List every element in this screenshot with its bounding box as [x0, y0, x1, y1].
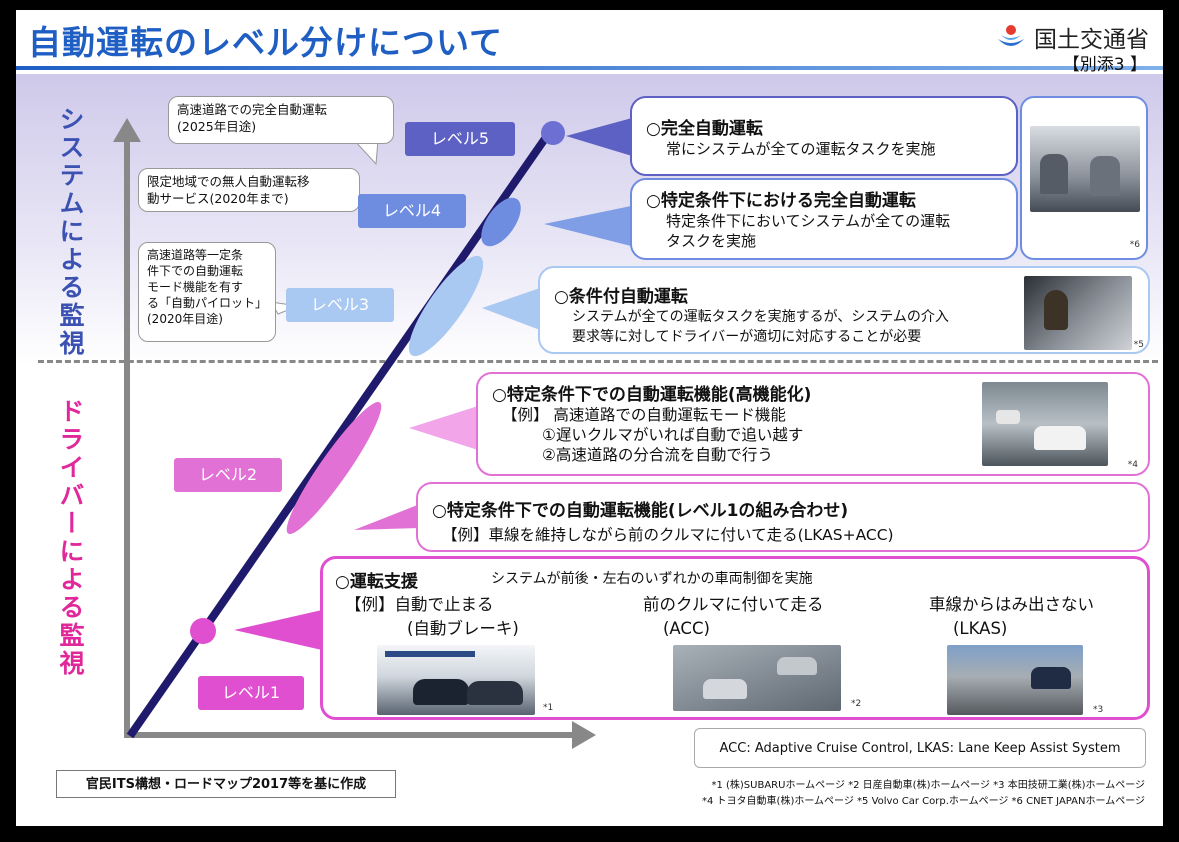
ministry-logo: 国土交通省: [994, 20, 1149, 54]
level1-description: ○運転支援 システムが前後・左右のいずれかの車両制御を実施 【例】自動で止まる …: [320, 556, 1150, 720]
source-basis-note: 官民ITS構想・ロードマップ2017等を基に作成: [56, 770, 396, 798]
roadmap-bubble-level3: 高速道路等一定条 件下での自動運転 モード機能を有す る「自動パイロット」 (2…: [138, 242, 276, 342]
footnote-5: *5: [1133, 340, 1144, 350]
ministry-name: 国土交通省: [1034, 27, 1149, 53]
roadmap-bubble-level4: 限定地域での無人自動運転移 動サービス(2020年まで): [138, 168, 360, 212]
level3-title: ○条件付自動運転: [554, 287, 688, 307]
level2a-text-line1: 【例】 高速道路での自動運転モード機能: [502, 406, 786, 424]
image-credits-line1: *1 (株)SUBARUホームページ *2 日産自動車(株)ホームページ *3 …: [711, 780, 1145, 791]
level2-label: レベル2: [174, 458, 282, 492]
level2a-text-line3: ②高速道路の分合流を自動で行う: [542, 446, 773, 464]
level4-label: レベル4: [358, 194, 466, 228]
level2a-text-line2: ①遅いクルマがいれば自動で追い越す: [542, 426, 804, 444]
mlit-logo-icon: [998, 25, 1024, 46]
pointer-l5: [566, 118, 632, 156]
level2a-description: ○特定条件下での自動運転機能(高機能化) 【例】 高速道路での自動運転モード機能…: [476, 372, 1150, 476]
example-lkas-line2: (LKAS): [953, 619, 1008, 638]
example-acc-line2: (ACC): [663, 619, 710, 638]
pointer-l1: [234, 610, 322, 650]
footnote-2: *2: [851, 699, 862, 709]
level1-title: ○運転支援: [335, 572, 418, 592]
footnote-1: *1: [543, 703, 554, 713]
level4-text-line2: タスクを実施: [666, 232, 757, 250]
image-credits-line2: *4 トヨタ自動車(株)ホームページ *5 Volvo Car Corp.ホーム…: [702, 796, 1145, 807]
slide: 自動運転のレベル分けについて 国土交通省 【別添3 】 システムによる監視 ドラ…: [16, 10, 1163, 826]
footnote-4: *4: [1127, 460, 1138, 470]
level2b-title: ○特定条件下での自動運転機能(レベル1の組み合わせ): [432, 501, 849, 521]
pointer-l2b: [354, 504, 420, 530]
level5-description: ○完全自動運転 常にシステムが全ての運転タスクを実施: [630, 96, 1018, 176]
level3-ellipse: [408, 255, 484, 357]
autonomous-car-interior-photo: [1030, 126, 1140, 212]
auto-brake-photo: [377, 645, 535, 715]
driver-hands-off-photo: [1024, 276, 1132, 350]
level3-text-line2: 要求等に対してドライバーが適切に対応することが必要: [572, 329, 922, 345]
level4-photo-panel: *6: [1020, 96, 1148, 260]
title-underline: [16, 66, 1163, 70]
monitoring-divider: [38, 360, 1158, 363]
level1-label: レベル1: [198, 676, 304, 710]
footnote-3: *3: [1093, 705, 1104, 715]
example-acc-line1: 前のクルマに付いて走る: [643, 595, 824, 614]
level5-dot: [541, 121, 565, 145]
page-title: 自動運転のレベル分けについて: [28, 23, 504, 62]
level2-ellipse: [286, 401, 382, 535]
pointer-l3: [482, 288, 540, 330]
level3-text-line1: システムが全ての運転タスクを実施するが、システムの介入: [572, 309, 949, 325]
level1-subtitle: システムが前後・左右のいずれかの車両制御を実施: [491, 571, 813, 587]
level4-title: ○特定条件下における完全自動運転: [646, 191, 916, 211]
level5-text: 常にシステムが全ての運転タスクを実施: [666, 140, 936, 158]
level3-label: レベル3: [286, 288, 394, 322]
example-lkas-line1: 車線からはみ出さない: [929, 595, 1094, 614]
pointer-l4: [544, 206, 631, 246]
level-diagram-graphics: [113, 118, 632, 749]
level5-title: ○完全自動運転: [646, 119, 763, 139]
level4-description: ○特定条件下における完全自動運転 特定条件下においてシステムが全ての運転 タスク…: [630, 178, 1018, 260]
highway-autopilot-photo: [982, 382, 1108, 466]
attachment-label: 【別添3 】: [1062, 55, 1147, 75]
system-monitoring-label: システムによる監視: [56, 106, 85, 358]
level2b-text: 【例】車線を維持しながら前のクルマに付いて走る(LKAS+ACC): [442, 526, 894, 544]
driver-monitoring-label: ドライバーによる監視: [56, 398, 85, 678]
example-auto-brake-line1: 【例】自動で止まる: [345, 595, 494, 614]
level5-label: レベル5: [405, 122, 515, 156]
example-auto-brake-line2: (自動ブレーキ): [407, 619, 519, 638]
acc-photo: [673, 645, 841, 711]
level2a-title: ○特定条件下での自動運転機能(高機能化): [492, 385, 812, 405]
footnote-6: *6: [1129, 240, 1140, 250]
level4-ellipse: [481, 197, 521, 247]
image-credits: *1 (株)SUBARUホームページ *2 日産自動車(株)ホームページ *3 …: [702, 778, 1145, 810]
acronym-note: ACC: Adaptive Cruise Control, LKAS: Lane…: [694, 728, 1146, 768]
roadmap-bubble-level5: 高速道路での完全自動運転 (2025年目途): [168, 96, 394, 144]
level2b-description: ○特定条件下での自動運転機能(レベル1の組み合わせ) 【例】車線を維持しながら前…: [416, 482, 1150, 552]
pointer-l2a: [409, 406, 478, 450]
level4-text-line1: 特定条件下においてシステムが全ての運転: [666, 212, 951, 230]
level1-dot: [190, 618, 216, 644]
lkas-photo: [947, 645, 1083, 715]
level3-description: ○条件付自動運転 システムが全ての運転タスクを実施するが、システムの介入 要求等…: [538, 266, 1150, 354]
